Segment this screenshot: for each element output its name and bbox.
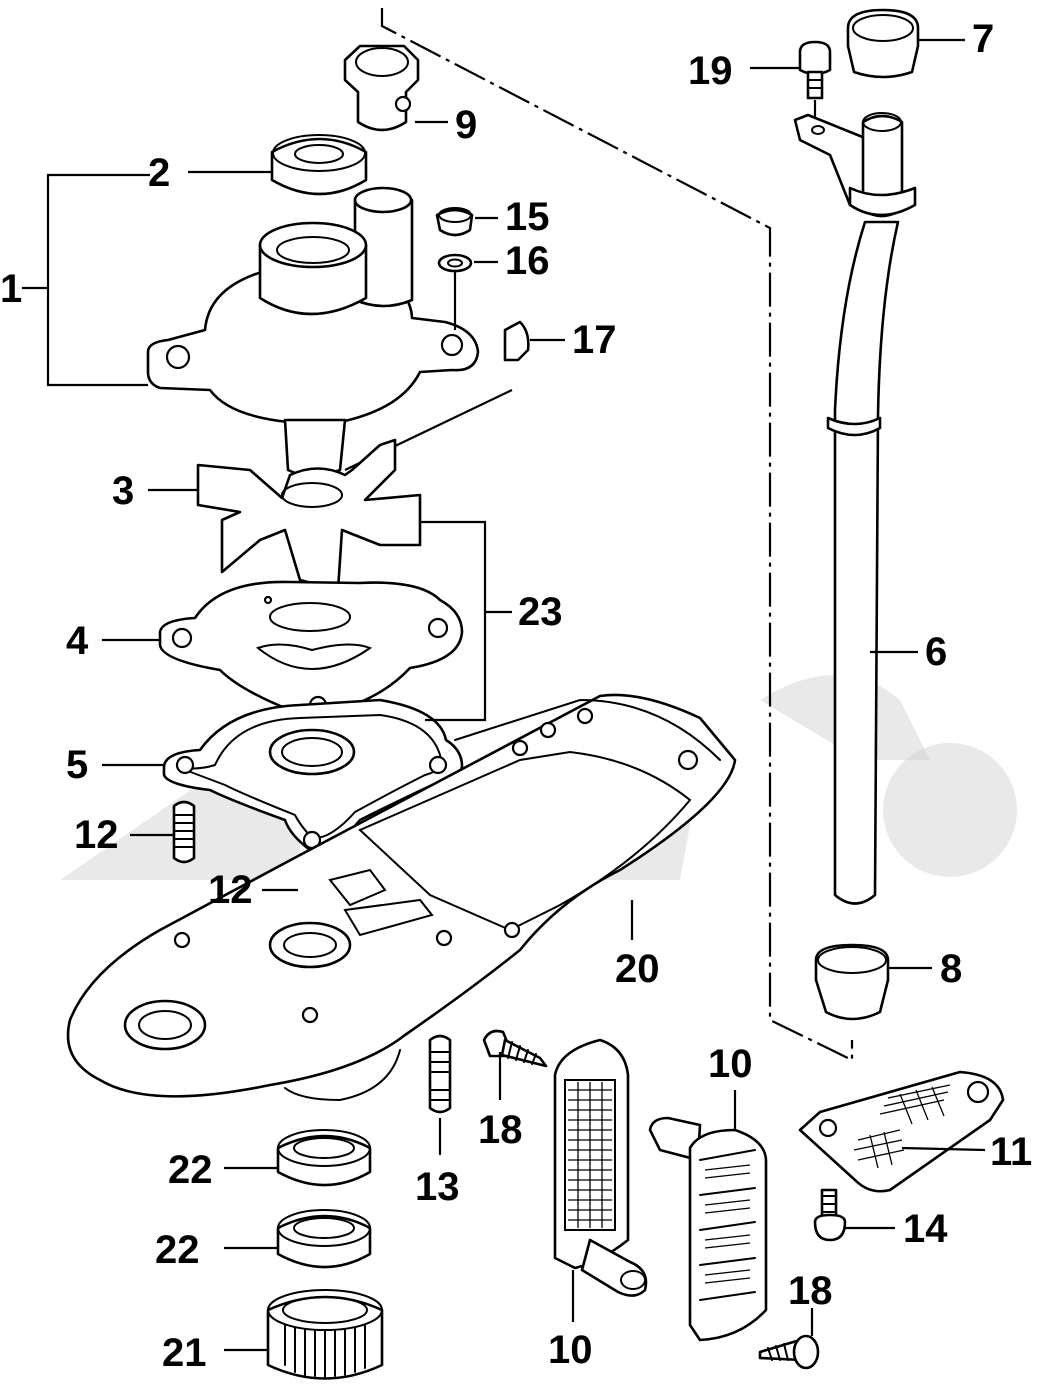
callout-7: 7: [972, 17, 994, 61]
callout-16: 16: [505, 239, 550, 283]
callout-18a: 18: [478, 1108, 523, 1152]
callout-22b: 22: [155, 1228, 200, 1272]
callout-21: 21: [162, 1331, 207, 1375]
part-pump-housing-1: [146, 186, 480, 478]
callout-labels: 1 2 3 4 5 6 7 8 9 10 10 11 12 12 13 14 1…: [0, 17, 1032, 1375]
callout-8: 8: [940, 947, 962, 991]
callout-14: 14: [903, 1207, 948, 1251]
part-stud-12a: [172, 800, 196, 864]
part-stud-13: [428, 1034, 452, 1155]
callout-4: 4: [66, 619, 89, 663]
callout-10b: 10: [708, 1042, 753, 1086]
callout-3: 3: [112, 469, 134, 513]
callout-6: 6: [925, 630, 947, 674]
part-bolt-14: [813, 1188, 847, 1242]
part-screw-18b: [758, 1308, 820, 1370]
part-plate-4: [158, 580, 464, 724]
part-screw-18a: [482, 1029, 548, 1068]
leader-lines: [102, 38, 965, 1352]
callout-18b: 18: [788, 1269, 833, 1313]
part-screen-10b: [648, 1090, 768, 1342]
leader-1-bracket: [22, 173, 150, 387]
callout-23: 23: [518, 590, 563, 634]
callout-9: 9: [455, 103, 477, 147]
part-cap-9: [343, 44, 420, 132]
part-bushing-22b: [276, 1209, 372, 1269]
callout-12b: 12: [208, 868, 253, 912]
leader-23-bracket: [420, 520, 512, 722]
part-screen-10a: [553, 1038, 648, 1322]
part-nut-15: [435, 207, 474, 237]
part-bolt-19: [798, 40, 832, 125]
part-bushing-22a: [276, 1129, 372, 1187]
part-impeller-3: [196, 438, 422, 592]
part-seal-2: [270, 134, 368, 196]
part-grommet-7: [846, 8, 920, 79]
callout-13: 13: [415, 1165, 460, 1209]
callout-17: 17: [572, 318, 617, 362]
callout-2: 2: [148, 151, 170, 195]
part-base-plate-20: [66, 693, 737, 1102]
part-water-tube-6: [793, 112, 917, 905]
part-screen-plate-11: [798, 1070, 1005, 1193]
part-washer-16: [437, 253, 473, 330]
part-grommet-8: [814, 943, 890, 1021]
callout-5: 5: [66, 743, 88, 787]
callout-22a: 22: [168, 1148, 213, 1192]
callout-11: 11: [990, 1130, 1032, 1174]
callout-15: 15: [505, 195, 550, 239]
callout-1: 1: [0, 267, 22, 311]
callout-20: 20: [615, 947, 660, 991]
part-gasket-5: [162, 698, 464, 852]
callout-10a: 10: [548, 1328, 593, 1372]
callout-12a: 12: [74, 813, 119, 857]
callout-19: 19: [688, 49, 733, 93]
assembly-dash-line: [380, 8, 854, 1062]
part-bearing-21: [266, 1289, 384, 1380]
